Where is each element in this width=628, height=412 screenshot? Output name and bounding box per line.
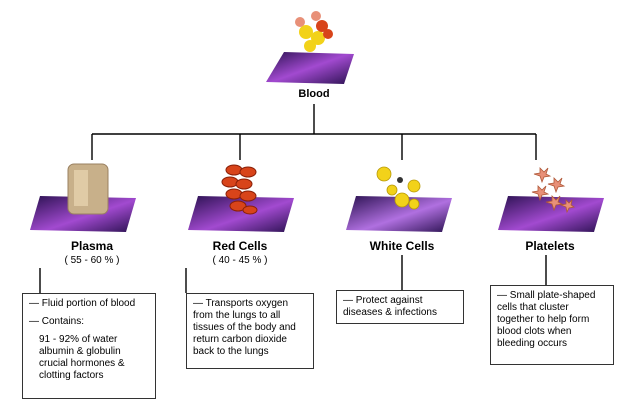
white-cells-illustration — [346, 166, 452, 232]
plasma-percent: ( 55 - 60 % ) — [64, 255, 120, 266]
plasma-illustration — [30, 163, 136, 232]
red-cells-percent: ( 40 - 45 % ) — [212, 255, 268, 266]
red-cells-line-1: — Transports oxygen — [193, 298, 289, 309]
red-cells-stack — [221, 164, 258, 215]
pad-platform — [346, 196, 452, 232]
red-cells-line-3: tissues of the body and — [193, 322, 296, 333]
platelets-title: Platelets — [525, 239, 575, 253]
white-cells-description: — Protect against diseases & infections — [336, 290, 464, 324]
plasma-highlight — [74, 170, 88, 206]
plasma-sub-line-1: 91 - 92% of water — [39, 334, 118, 345]
platelets-line-2: cells that cluster — [497, 302, 569, 313]
platelets-illustration — [498, 167, 604, 232]
platelets-description: — Small plate-shaped cells that cluster … — [490, 285, 614, 365]
red-cells-line-5: back to the lungs — [193, 346, 269, 357]
plasma-sub-line-3: crucial hormones & — [39, 358, 125, 369]
platelets-line-3: together to help form — [497, 314, 590, 325]
plasma-line-2: — Contains: — [29, 316, 85, 327]
platelets-line-5: bleeding occurs — [497, 338, 568, 349]
pad-platform — [498, 196, 604, 232]
plasma-title: Plasma — [70, 239, 114, 253]
red-cells-illustration — [188, 164, 294, 232]
root-label: Blood — [298, 88, 330, 100]
pad-platform — [188, 196, 294, 232]
red-cells-line-2: from the lungs to all — [193, 310, 281, 321]
plasma-line-1: — Fluid portion of blood — [29, 298, 136, 309]
white-cell-nucleus — [397, 177, 403, 183]
platelets-line-1: — Small plate-shaped — [497, 290, 596, 301]
plasma-sub-line-2: albumin & globulin — [39, 346, 121, 357]
white-cells-line-1: — Protect against — [343, 295, 423, 306]
platelets-line-4: blood clots when — [497, 326, 572, 337]
red-cells-description: — Transports oxygen from the lungs to al… — [186, 293, 314, 369]
white-cells-cluster — [376, 166, 421, 210]
blood-illustration — [266, 11, 354, 84]
blood-cells-cluster — [295, 11, 333, 52]
pad-platform — [266, 52, 354, 84]
red-cells-title: Red Cells — [212, 239, 268, 253]
platelets-cluster — [531, 167, 576, 214]
white-cells-title: White Cells — [369, 239, 435, 253]
plasma-sub-line-4: clotting factors — [39, 370, 104, 381]
plasma-description: — Fluid portion of blood — Contains: 91 … — [22, 293, 156, 399]
white-cells-line-2: diseases & infections — [343, 307, 437, 318]
red-cells-line-4: return carbon dioxide — [193, 334, 287, 345]
